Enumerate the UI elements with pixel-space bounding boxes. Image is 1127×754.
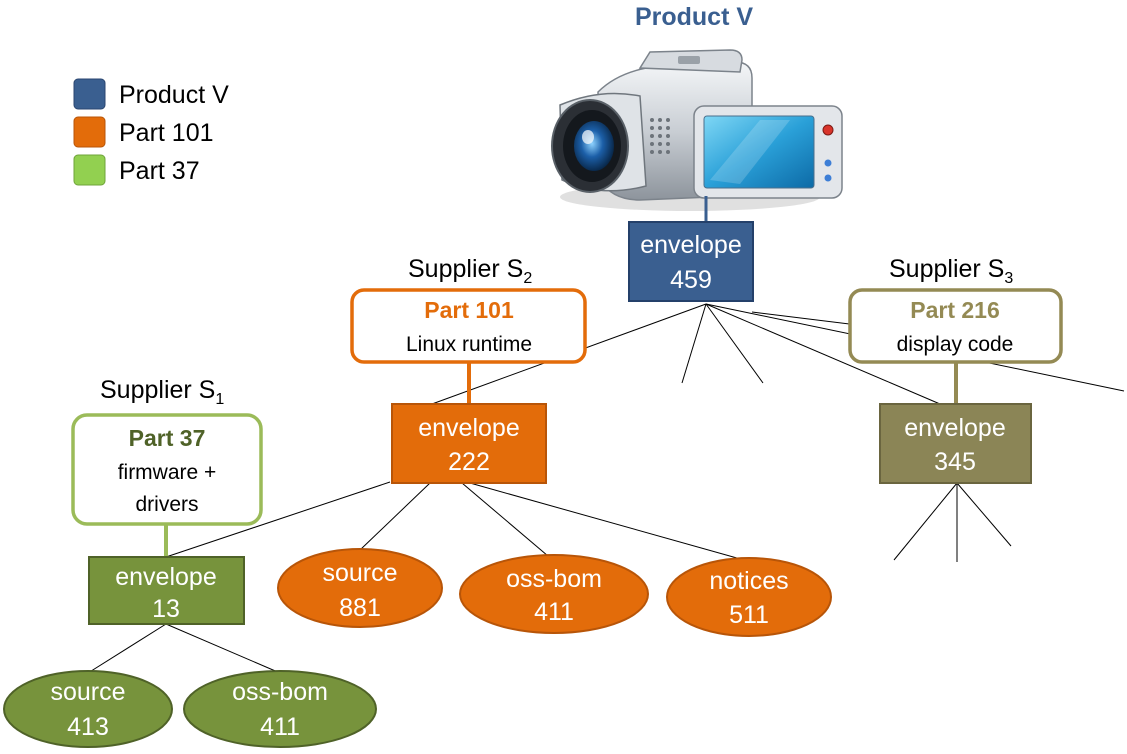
- artifact-id: 511: [729, 601, 769, 629]
- envelope-459[interactable]: envelope 459: [628, 221, 754, 302]
- legend-swatch-part37: [73, 154, 106, 186]
- artifact-shape: [183, 670, 377, 748]
- part-desc-line2: drivers: [135, 493, 198, 516]
- legend-swatch-part101: [73, 116, 106, 148]
- artifact-source-413[interactable]: source 413: [3, 670, 173, 748]
- envelope-label: envelope: [115, 563, 216, 591]
- edge-13-413: [87, 623, 167, 674]
- supplier-s3-label: Supplier S3: [889, 255, 1013, 287]
- artifact-shape: [666, 557, 832, 637]
- artifact-source-881[interactable]: source 881: [277, 548, 443, 628]
- part-desc-line1: firmware +: [118, 461, 217, 484]
- supplier-s2-label: Supplier S2: [408, 255, 532, 287]
- artifact-oss-bom-411-b[interactable]: oss-bom 411: [183, 670, 377, 748]
- part-37-card[interactable]: Part 37 firmware + drivers: [71, 413, 263, 526]
- artifact-label: notices: [709, 567, 788, 595]
- edge-459-stub: [681, 303, 707, 384]
- edge-345-stub: [893, 482, 958, 561]
- legend: Product V Part 101 Part 37: [73, 78, 229, 186]
- envelope-222[interactable]: envelope 222: [391, 403, 547, 484]
- legend-label-part101: Part 101: [119, 119, 214, 147]
- edge-13-411: [165, 623, 281, 674]
- envelope-13[interactable]: envelope 13: [88, 556, 245, 625]
- legend-swatch-product: [73, 78, 106, 110]
- artifact-label: oss-bom: [506, 565, 602, 593]
- envelope-id: 345: [934, 448, 976, 476]
- edge-222-511: [469, 482, 745, 561]
- edge-222-13: [165, 481, 391, 558]
- artifact-id: 411: [534, 598, 574, 626]
- edge-459-stub: [705, 303, 764, 384]
- edge-222-881: [359, 482, 431, 551]
- part-101-card[interactable]: Part 101 Linux runtime: [350, 288, 587, 364]
- artifact-shape: [459, 554, 649, 634]
- envelope-id: 459: [670, 266, 712, 294]
- envelope-345[interactable]: envelope 345: [879, 403, 1032, 484]
- part-name: Part 37: [129, 425, 206, 451]
- edge-222-411: [461, 482, 549, 557]
- video-camera-icon: [551, 49, 843, 211]
- artifact-shape: [3, 670, 173, 748]
- part-name: Part 101: [424, 297, 514, 323]
- envelope-box: [88, 556, 245, 625]
- artifact-shape: [277, 548, 443, 628]
- artifact-id: 413: [67, 713, 109, 741]
- part-216-card[interactable]: Part 216 display code: [848, 288, 1063, 364]
- envelope-box: [391, 403, 547, 484]
- artifact-id: 881: [339, 594, 381, 622]
- edge-459-345: [705, 303, 941, 405]
- artifact-oss-bom-411[interactable]: oss-bom 411: [459, 554, 649, 634]
- envelope-box: [879, 403, 1032, 484]
- diagram-title: Product V: [635, 3, 753, 31]
- envelope-label: envelope: [418, 414, 519, 442]
- artifact-label: source: [50, 678, 125, 706]
- part-desc: Linux runtime: [406, 333, 532, 356]
- part-desc: display code: [897, 333, 1014, 356]
- supplier-s1-label: Supplier S1: [100, 376, 224, 408]
- envelope-id: 13: [152, 595, 180, 623]
- envelope-id: 222: [448, 448, 490, 476]
- legend-label-product: Product V: [119, 81, 229, 109]
- envelope-label: envelope: [904, 414, 1005, 442]
- edge-345-stub: [956, 482, 1012, 547]
- part-card-box: [350, 288, 587, 364]
- envelope-label: envelope: [640, 231, 741, 259]
- envelope-box: [628, 221, 754, 302]
- part-card-box: [71, 413, 263, 526]
- artifact-label: oss-bom: [232, 678, 328, 706]
- artifact-id: 411: [260, 713, 300, 741]
- artifact-notices-511[interactable]: notices 511: [666, 557, 832, 637]
- artifact-label: source: [322, 559, 397, 587]
- legend-label-part37: Part 37: [119, 157, 200, 185]
- part-card-box: [848, 288, 1063, 364]
- part-name: Part 216: [910, 297, 1000, 323]
